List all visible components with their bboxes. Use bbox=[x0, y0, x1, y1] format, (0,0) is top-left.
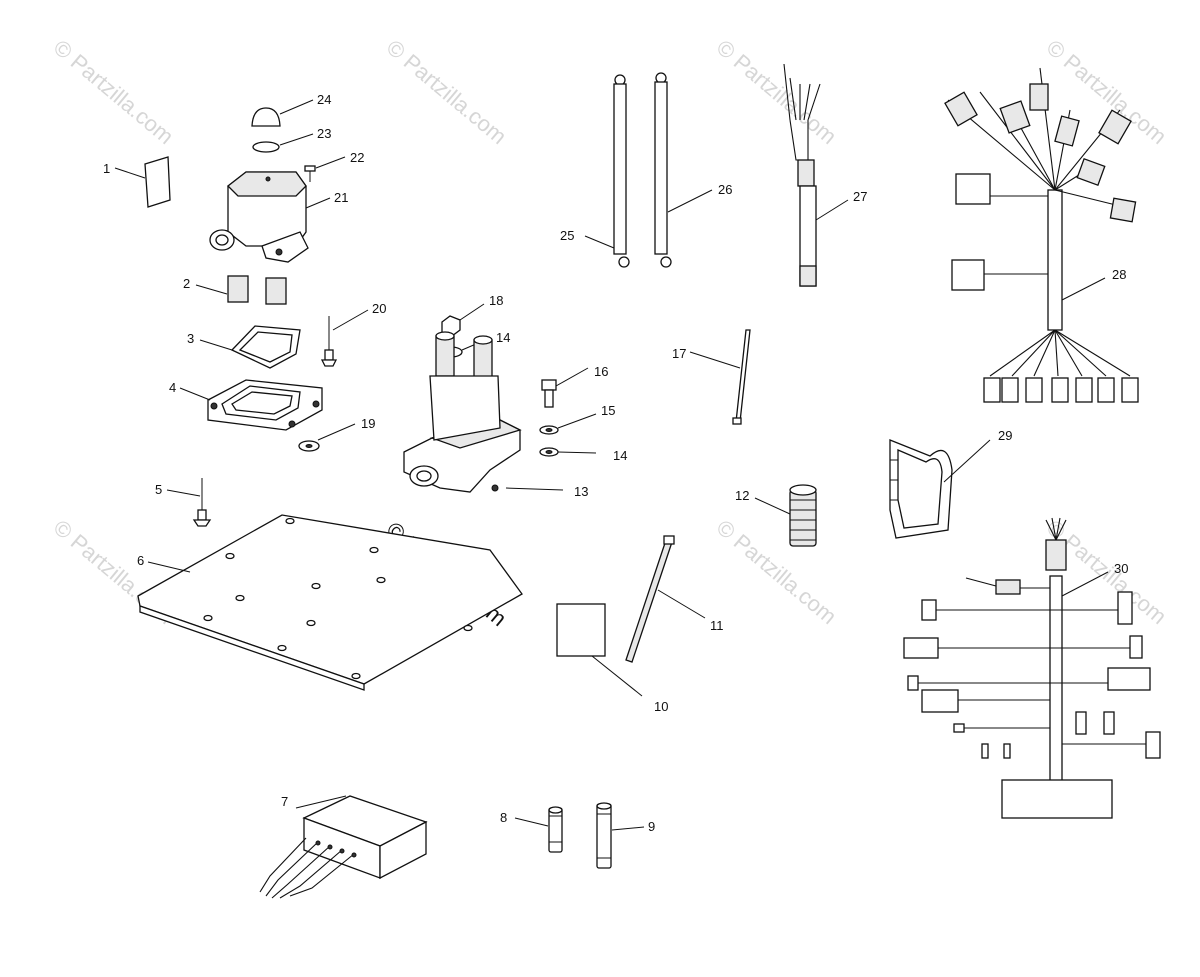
callout-5: 5 bbox=[155, 482, 162, 497]
callout-26: 26 bbox=[718, 182, 732, 197]
watermark: © Partzilla.com bbox=[712, 515, 842, 629]
part-5-bolt[interactable] bbox=[192, 478, 212, 527]
part-10-decal[interactable] bbox=[556, 603, 606, 657]
callout-6: 6 bbox=[137, 553, 144, 568]
watermark-group: © Partzilla.com © Partzilla.com © Partzi… bbox=[49, 35, 1172, 631]
part-26-cable[interactable] bbox=[654, 72, 672, 268]
callout-15: 15 bbox=[601, 403, 615, 418]
callout-14b: 14 bbox=[613, 448, 627, 463]
callout-8: 8 bbox=[500, 810, 507, 825]
callout-29: 29 bbox=[998, 428, 1012, 443]
callout-25: 25 bbox=[560, 228, 574, 243]
callout-14a: 14 bbox=[496, 330, 510, 345]
part-14-washer-lower[interactable] bbox=[539, 447, 559, 457]
part-12-conduit[interactable] bbox=[789, 484, 817, 547]
watermark: © Partzilla.com bbox=[49, 35, 179, 149]
callout-17: 17 bbox=[672, 346, 686, 361]
part-17-tie-strap[interactable] bbox=[732, 329, 751, 425]
callout-30: 30 bbox=[1114, 561, 1128, 576]
part-25-cable[interactable] bbox=[613, 74, 630, 268]
callout-2: 2 bbox=[183, 276, 190, 291]
part-7-rectifier[interactable] bbox=[259, 795, 428, 899]
part-22-screw[interactable] bbox=[304, 165, 316, 182]
callout-20: 20 bbox=[372, 301, 386, 316]
part-4-baseplate[interactable] bbox=[207, 379, 323, 431]
callout-18: 18 bbox=[489, 293, 503, 308]
callout-1: 1 bbox=[103, 161, 110, 176]
part-13-solenoid[interactable] bbox=[403, 331, 522, 493]
part-24-cap[interactable] bbox=[251, 107, 281, 127]
callout-10: 10 bbox=[654, 699, 668, 714]
part-30-harness[interactable] bbox=[903, 517, 1161, 819]
part-20-bolt[interactable] bbox=[320, 316, 338, 367]
part-9-fuse[interactable] bbox=[596, 802, 612, 869]
callout-23: 23 bbox=[317, 126, 331, 141]
watermark: © Partzilla.com bbox=[712, 35, 842, 149]
part-19-washer[interactable] bbox=[298, 440, 320, 452]
callout-28: 28 bbox=[1112, 267, 1126, 282]
part-21-housing[interactable] bbox=[209, 171, 309, 263]
part-11-cable-tie[interactable] bbox=[625, 535, 675, 663]
callout-27: 27 bbox=[853, 189, 867, 204]
callout-11: 11 bbox=[710, 618, 724, 633]
callout-7: 7 bbox=[281, 794, 288, 809]
part-1-decal[interactable] bbox=[144, 156, 171, 208]
callout-13: 13 bbox=[574, 484, 588, 499]
callout-16: 16 bbox=[594, 364, 608, 379]
part-15-washer[interactable] bbox=[539, 425, 559, 435]
part-23-oring[interactable] bbox=[252, 141, 280, 153]
part-16-bolt[interactable] bbox=[541, 379, 557, 408]
watermark: © Partzilla.com bbox=[382, 35, 512, 149]
part-27-harness[interactable] bbox=[783, 63, 821, 287]
part-3-gasket[interactable] bbox=[230, 325, 301, 369]
part-28-main-harness[interactable] bbox=[944, 67, 1139, 403]
callout-21: 21 bbox=[334, 190, 348, 205]
callout-9: 9 bbox=[648, 819, 655, 834]
part-2-brushes[interactable] bbox=[227, 275, 287, 305]
part-29-clip[interactable] bbox=[889, 439, 953, 539]
part-8-fuse[interactable] bbox=[548, 806, 563, 853]
callout-4: 4 bbox=[169, 380, 176, 395]
callout-3: 3 bbox=[187, 331, 194, 346]
callout-12: 12 bbox=[735, 488, 749, 503]
callout-24: 24 bbox=[317, 92, 331, 107]
callout-22: 22 bbox=[350, 150, 364, 165]
part-6-mounting-plate[interactable] bbox=[137, 514, 523, 691]
callout-19: 19 bbox=[361, 416, 375, 431]
